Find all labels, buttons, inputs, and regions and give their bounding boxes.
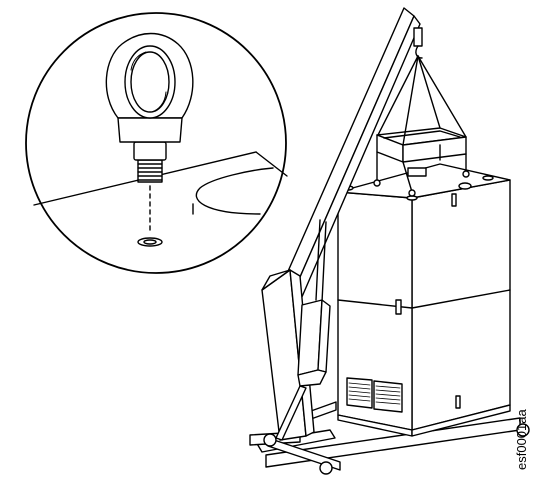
lifting-chains bbox=[378, 56, 466, 145]
cabinet bbox=[338, 164, 510, 436]
mounting-hole bbox=[138, 238, 162, 246]
eyebolt-threads bbox=[138, 160, 162, 182]
eyebolt-ring bbox=[106, 34, 193, 143]
figure-id-label: esf0001aa bbox=[514, 409, 529, 470]
cabinet-vents bbox=[347, 378, 402, 412]
hydraulic-cylinder bbox=[276, 220, 330, 440]
eyebolt-detail-callout bbox=[26, 13, 287, 273]
